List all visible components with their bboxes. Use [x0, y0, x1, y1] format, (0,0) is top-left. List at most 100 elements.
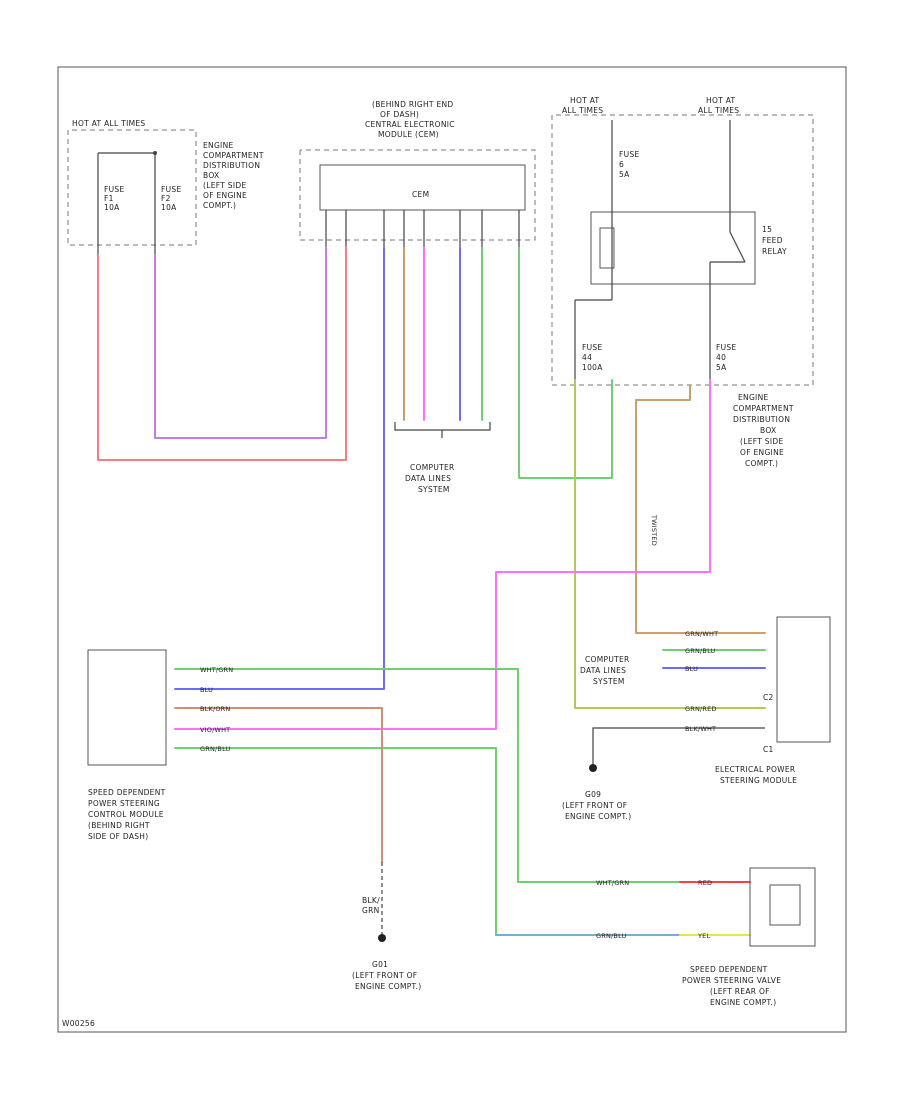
figure-id: W00256 — [62, 1019, 95, 1028]
ecd-right-2: DISTRIBUTION — [733, 415, 790, 424]
relay-0: 15 — [762, 225, 772, 234]
hot1-0: HOT AT — [570, 96, 600, 105]
valve-3: ENGINE COMPT.) — [710, 998, 776, 1007]
sdps-2: CONTROL MODULE — [88, 810, 164, 819]
ecd-top-5: OF ENGINE — [203, 191, 247, 200]
fuse40-0: FUSE — [716, 343, 737, 352]
wire-labels: WHT/GRN BLU BLK/ORN VIO/WHT GRN/BLU GRN/… — [200, 514, 718, 940]
fuse40-1: 40 — [716, 353, 726, 362]
fuse40-2: 5A — [716, 363, 727, 372]
sdps-control-module: SPEED DEPENDENT POWER STEERING CONTROL M… — [87, 649, 167, 841]
fuse-f2-label-0: FUSE — [161, 185, 182, 194]
blkgrn-1: GRN — [362, 906, 380, 915]
wl-grn-blu-3: GRN/BLU — [596, 932, 627, 940]
fuse-f1-label-1: F1 — [104, 194, 114, 203]
wl-grn-red: GRN/RED — [685, 705, 717, 713]
ecd-top-6: COMPT.) — [203, 201, 236, 210]
g09-0: G09 — [585, 790, 601, 799]
ecd-right-5: OF ENGINE — [740, 448, 784, 457]
wl-grn-wht: GRN/WHT — [685, 630, 718, 638]
wl-vio-wht: VIO/WHT — [200, 726, 230, 734]
wire-grn-blu — [174, 747, 497, 936]
cem-loc-3: MODULE (CEM) — [378, 130, 439, 139]
valve-0: SPEED DEPENDENT — [690, 965, 768, 974]
wl-blu: BLU — [200, 686, 213, 694]
ecd-right-1: COMPARTMENT — [733, 404, 794, 413]
valve-2: (LEFT REAR OF — [710, 987, 770, 996]
wire-wht-grn — [174, 668, 681, 883]
c1-label: C1 — [763, 745, 774, 754]
cdl2-2: SYSTEM — [593, 677, 625, 686]
wire-green-cem — [518, 247, 613, 479]
g01-0: G01 — [372, 960, 388, 969]
sdps-4: SIDE OF DASH) — [88, 832, 148, 841]
cdl2-1: DATA LINES — [580, 666, 626, 675]
ecd-top-1: COMPARTMENT — [203, 151, 264, 160]
ecd-right-6: COMPT.) — [745, 459, 778, 468]
ecd-top-2: DISTRIBUTION — [203, 161, 260, 170]
wl-twisted: TWISTED — [650, 514, 658, 546]
wire-pink-fuse40 — [174, 379, 711, 730]
cem-loc-1: OF DASH) — [380, 110, 419, 119]
sdps-valve: SPEED DEPENDENT POWER STEERING VALVE (LE… — [682, 867, 816, 1007]
left-distribution-box: HOT AT ALL TIMES FUSE F1 10A FUSE F2 10A… — [67, 119, 264, 255]
ecd-top-0: ENGINE — [203, 141, 234, 150]
hot1-1: ALL TIMES — [562, 106, 603, 115]
wl-blk-wht: BLK/WHT — [685, 725, 716, 733]
eps-1: STEERING MODULE — [720, 776, 797, 785]
wl-wht-grn-2: WHT/GRN — [596, 879, 629, 887]
sdps-1: POWER STEERING — [88, 799, 160, 808]
fuse6-2: 5A — [619, 170, 630, 179]
c2-label: C2 — [763, 693, 774, 702]
right-distribution-box: HOT AT ALL TIMES HOT AT ALL TIMES FUSE 6… — [551, 96, 814, 468]
cdl1-1: DATA LINES — [405, 474, 451, 483]
relay-1: FEED — [762, 236, 783, 245]
cdl1-2: SYSTEM — [418, 485, 450, 494]
wire-blk-orn — [174, 707, 383, 863]
ecd-right-4: (LEFT SIDE — [740, 437, 783, 446]
cdl-labels: COMPUTER DATA LINES SYSTEM COMPUTER DATA… — [405, 463, 629, 686]
grounds: G09 (LEFT FRONT OF ENGINE COMPT.) BLK/ G… — [352, 790, 631, 991]
cem-loc-2: CENTRAL ELECTRONIC — [365, 120, 455, 129]
wires — [97, 247, 766, 942]
wl-grn-blu: GRN/BLU — [200, 745, 231, 753]
g09-2: ENGINE COMPT.) — [565, 812, 631, 821]
wire-red-f1 — [97, 247, 347, 461]
cem-label: CEM — [412, 190, 429, 199]
fuse6-0: FUSE — [619, 150, 640, 159]
sdps-3: (BEHIND RIGHT — [88, 821, 150, 830]
wl-yel: YEL — [697, 932, 710, 940]
hot-all-times-label: HOT AT ALL TIMES — [72, 119, 145, 128]
wire-blue-cem — [174, 247, 385, 690]
fuse44-1: 44 — [582, 353, 592, 362]
fuse-f1-label-2: 10A — [104, 203, 120, 212]
wl-grn-blu-2: GRN/BLU — [685, 647, 716, 655]
fuse6-1: 6 — [619, 160, 624, 169]
g01-2: ENGINE COMPT.) — [355, 982, 421, 991]
ecd-right-3: BOX — [760, 426, 776, 435]
blkgrn-0: BLK/ — [362, 896, 380, 905]
valve-1: POWER STEERING VALVE — [682, 976, 781, 985]
wire-violet-f2 — [154, 247, 327, 439]
g01-1: (LEFT FRONT OF — [352, 971, 417, 980]
cem-module: (BEHIND RIGHT END OF DASH) CENTRAL ELECT… — [299, 100, 536, 248]
g09-1: (LEFT FRONT OF — [562, 801, 627, 810]
wl-wht-grn: WHT/GRN — [200, 666, 233, 674]
fuse-f1-label-0: FUSE — [104, 185, 125, 194]
fuse-f2-label-2: 10A — [161, 203, 177, 212]
wire-tan — [635, 384, 766, 634]
ecd-top-4: (LEFT SIDE — [203, 181, 246, 190]
ecd-right-0: ENGINE — [738, 393, 769, 402]
wire-yg-fuse44 — [574, 379, 766, 709]
hot2-0: HOT AT — [706, 96, 736, 105]
eps-0: ELECTRICAL POWER — [715, 765, 795, 774]
relay-2: RELAY — [762, 247, 787, 256]
wl-blu-2: BLU — [685, 665, 698, 673]
fuse44-0: FUSE — [582, 343, 603, 352]
sdps-0: SPEED DEPENDENT — [88, 788, 166, 797]
fuse-f2-label-1: F2 — [161, 194, 171, 203]
cem-loc-0: (BEHIND RIGHT END — [372, 100, 454, 109]
diagram-border — [57, 66, 847, 1033]
wl-red: RED — [698, 879, 712, 887]
